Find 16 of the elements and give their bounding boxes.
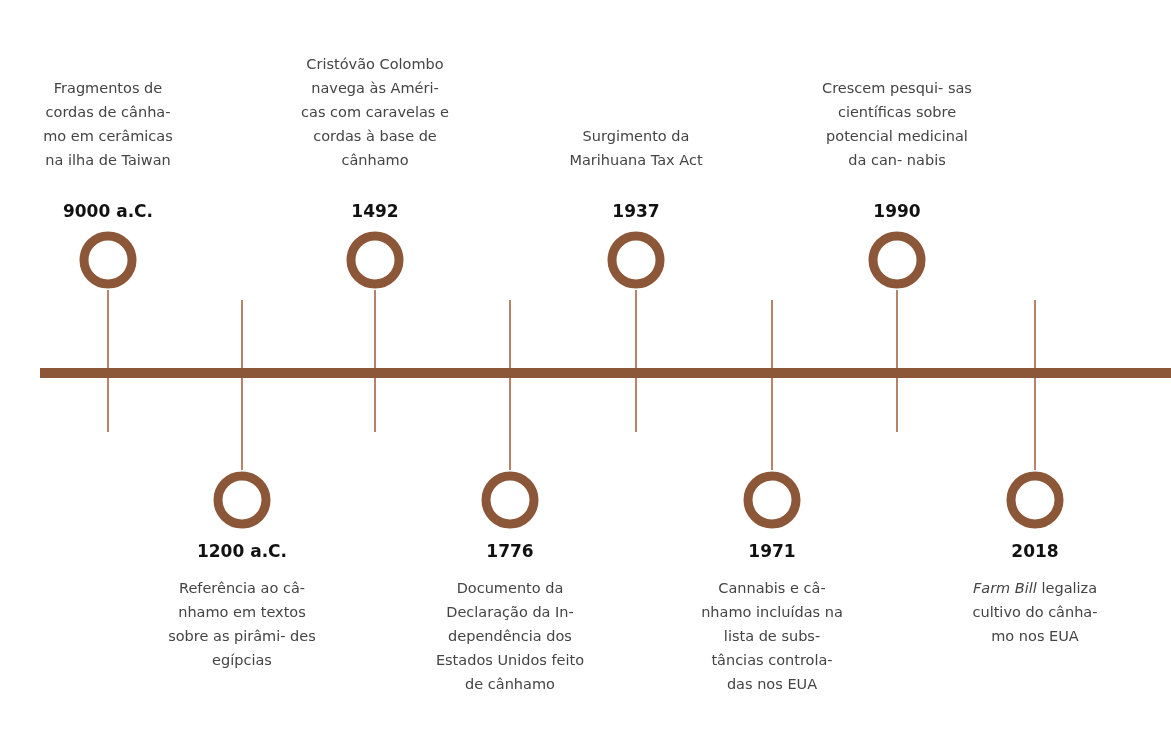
event-description: Cristóvão Colombo navega às Améri- cas com caravelas e cordas à base de cânhamo bbox=[300, 55, 450, 170]
year-label: 2018 bbox=[1011, 540, 1059, 562]
year-label: 1990 bbox=[873, 200, 921, 222]
event-description: Documento da Declaração da In- dependência dos Estados Unidos feito de cânhamo bbox=[435, 579, 585, 694]
event-description: Cannabis e câ- nhamo incluídas na lista de subs- tâncias controla- das nos EUA bbox=[700, 579, 844, 694]
year-label: 1971 bbox=[748, 540, 796, 562]
year-label: 9000 a.C. bbox=[62, 200, 154, 222]
event-description: Fragmentos de cordas de cânha- mo em cerâmicas na ilha de Taiwan bbox=[42, 79, 174, 170]
event-description: Surgimento da Marihuana Tax Act bbox=[568, 127, 704, 170]
year-label: 1937 bbox=[612, 200, 660, 222]
year-label: 1776 bbox=[486, 540, 534, 562]
event-description: Referência ao câ- nhamo em textos sobre as pirâmi- des egípcias bbox=[167, 579, 317, 670]
year-label: 1200 a.C. bbox=[196, 540, 288, 562]
event-description: Crescem pesqui- sas científicas sobre potencial medicinal da can- nabis bbox=[822, 79, 972, 170]
year-label: 1492 bbox=[351, 200, 399, 222]
event-description: Farm Bill legaliza cultivo do cânha- mo nos EUA bbox=[971, 579, 1099, 646]
